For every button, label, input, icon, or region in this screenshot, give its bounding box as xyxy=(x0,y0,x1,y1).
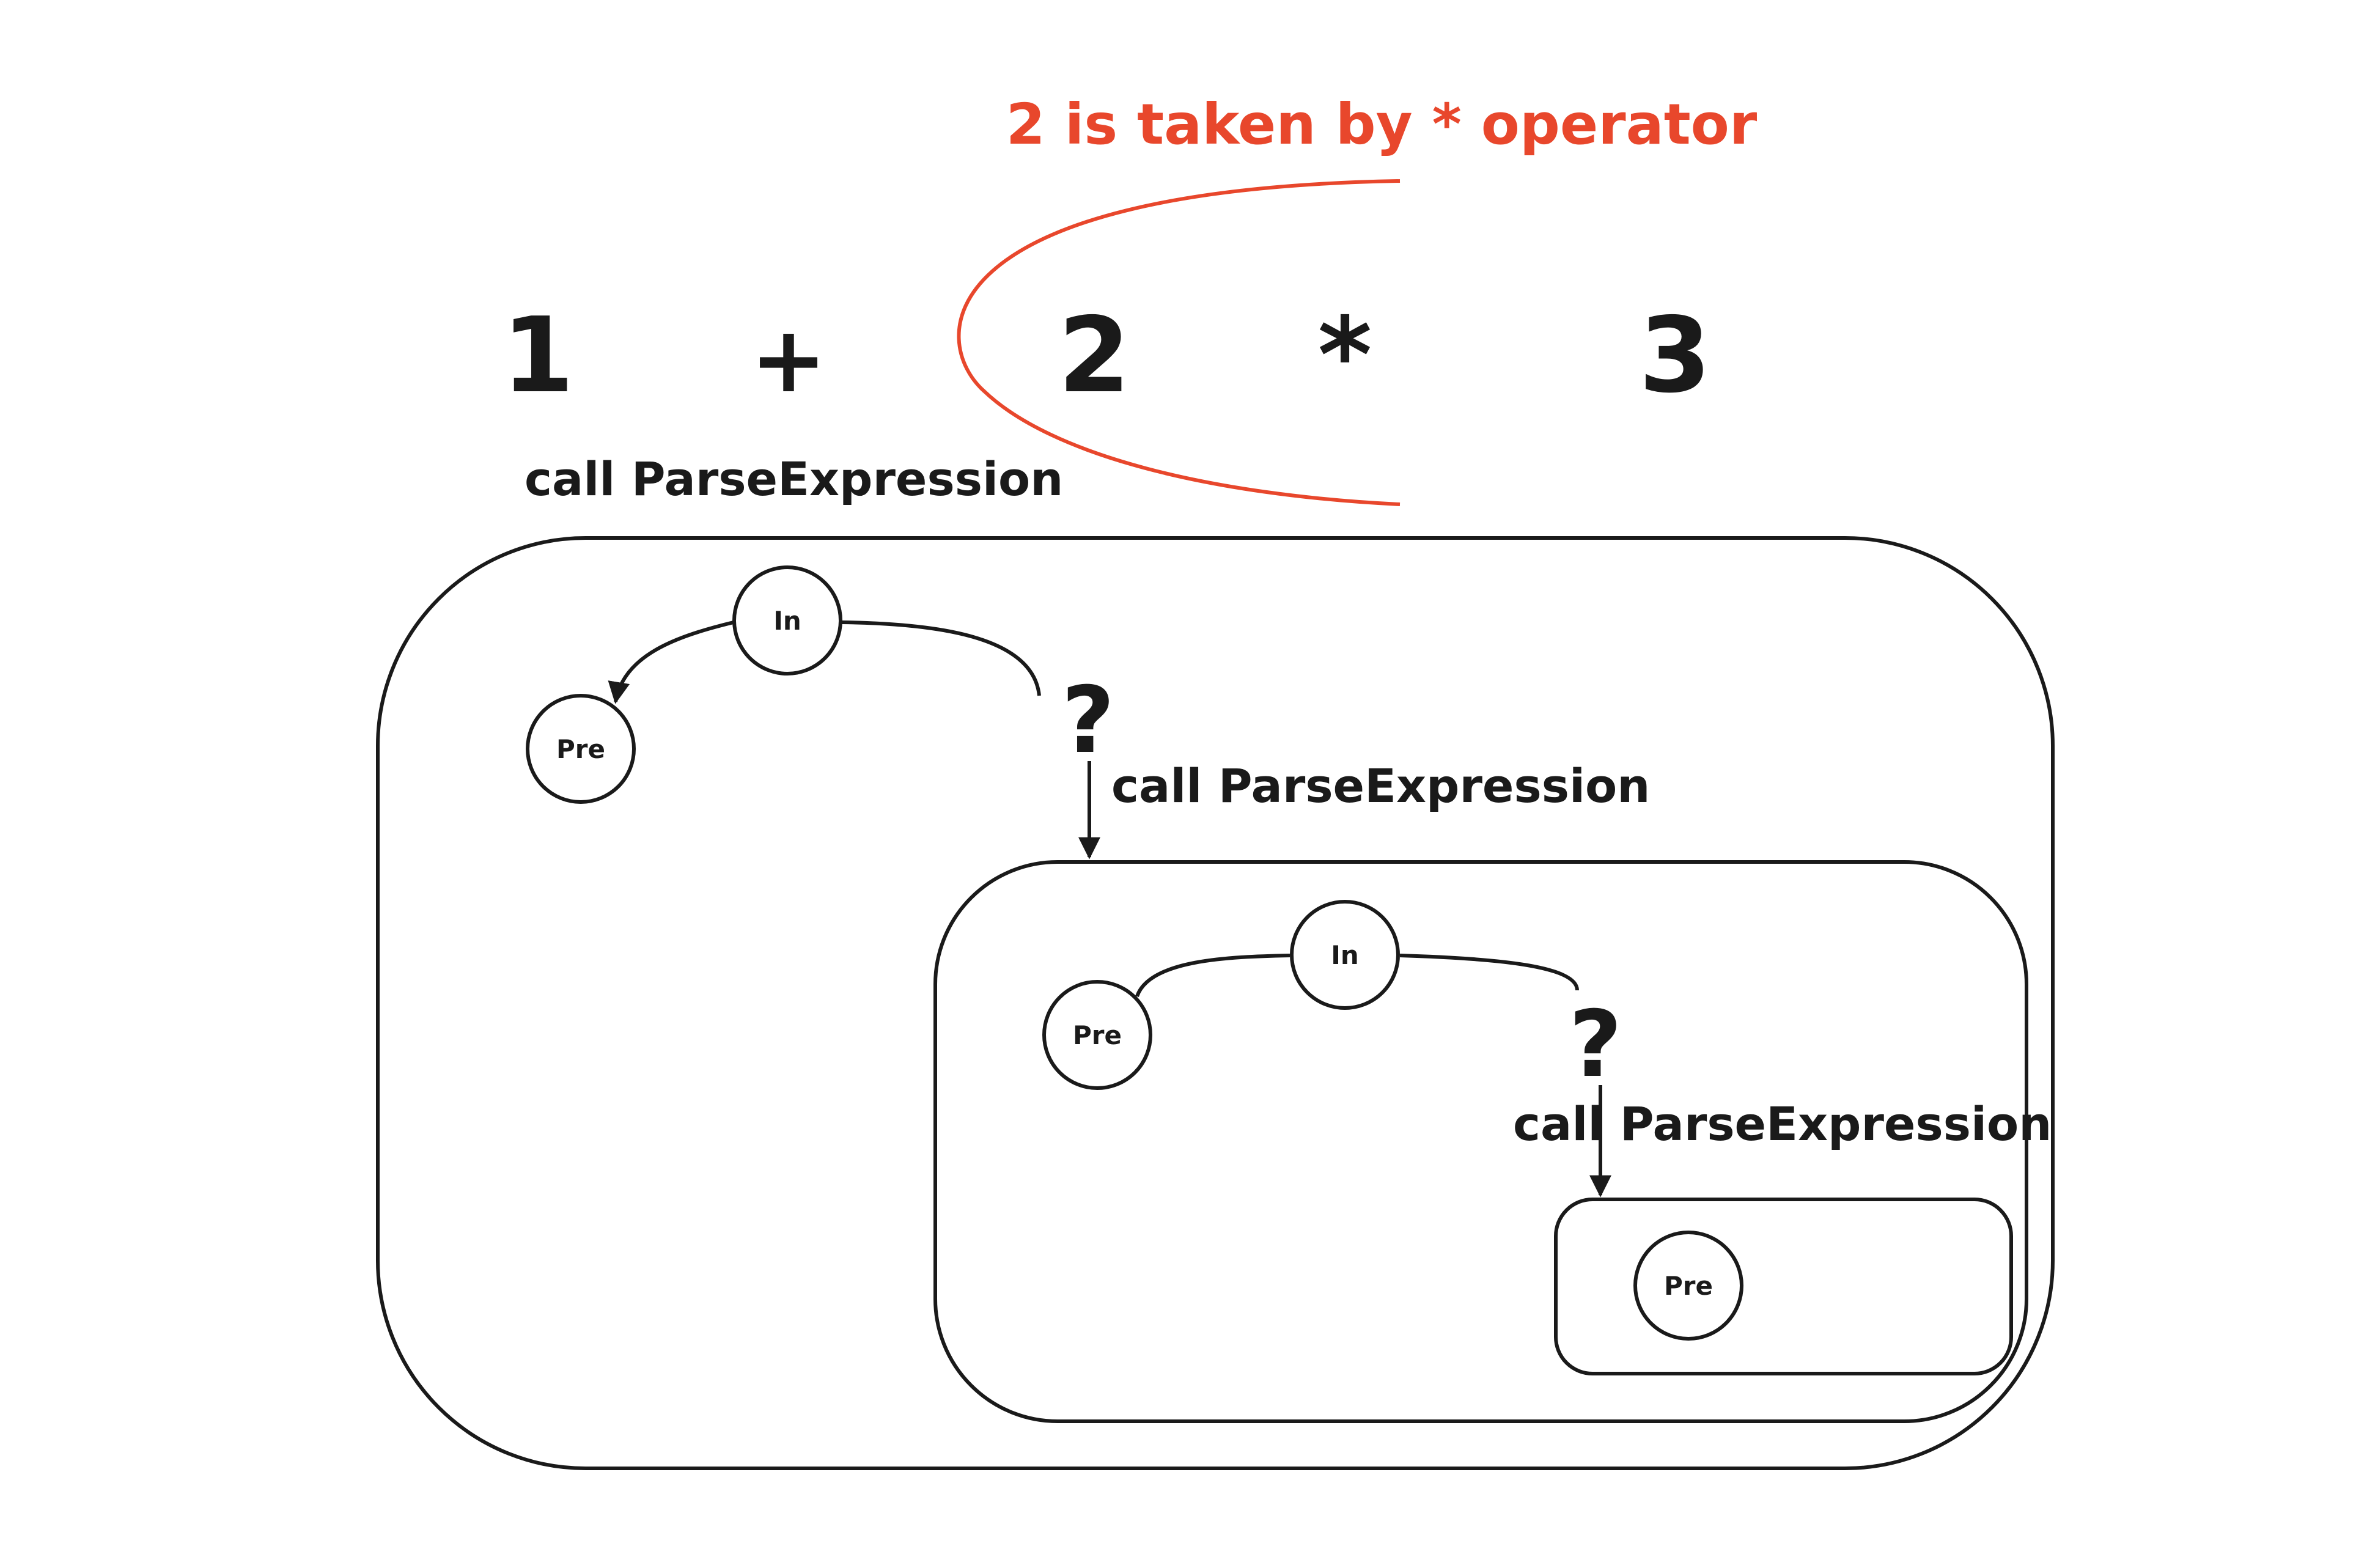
outer-in-to-question-connector xyxy=(841,620,1041,696)
outer-pre-node xyxy=(526,694,636,804)
token-3: 3 xyxy=(1639,295,1711,416)
middle-in-node xyxy=(1290,900,1400,1010)
inner-parse-box xyxy=(1554,1198,2013,1375)
inner-pre-node xyxy=(1633,1231,1743,1341)
middle-pre-to-in-connector xyxy=(1135,954,1290,998)
middle-parse-box xyxy=(933,860,2028,1423)
outer-in-label: In xyxy=(773,606,801,636)
annotation-bracket xyxy=(957,179,1401,506)
outer-parse-box xyxy=(376,536,2055,1470)
outer-pre-label: Pre xyxy=(556,734,605,764)
token-plus: + xyxy=(750,307,827,413)
middle-call-label: call ParseExpression xyxy=(1111,759,1650,813)
token-star: * xyxy=(1318,295,1372,416)
outer-call-label: call ParseExpression xyxy=(525,452,1063,506)
inner-pre-label: Pre xyxy=(1664,1271,1713,1301)
outer-in-node xyxy=(732,565,842,675)
outer-pre-to-in-connector xyxy=(608,620,734,704)
middle-in-to-question-connector xyxy=(1399,954,1579,991)
inner-call-label: call ParseExpression xyxy=(1513,1097,2052,1151)
token-2: 2 xyxy=(1058,295,1130,416)
annotation-label: 2 is taken by * operator xyxy=(1006,92,1758,157)
middle-question-mark: ? xyxy=(1569,992,1622,1098)
outer-question-mark: ? xyxy=(1061,668,1114,774)
token-1: 1 xyxy=(502,295,574,416)
middle-pre-node xyxy=(1042,980,1152,1090)
middle-pre-label: Pre xyxy=(1073,1020,1122,1050)
middle-in-label: In xyxy=(1331,940,1359,970)
